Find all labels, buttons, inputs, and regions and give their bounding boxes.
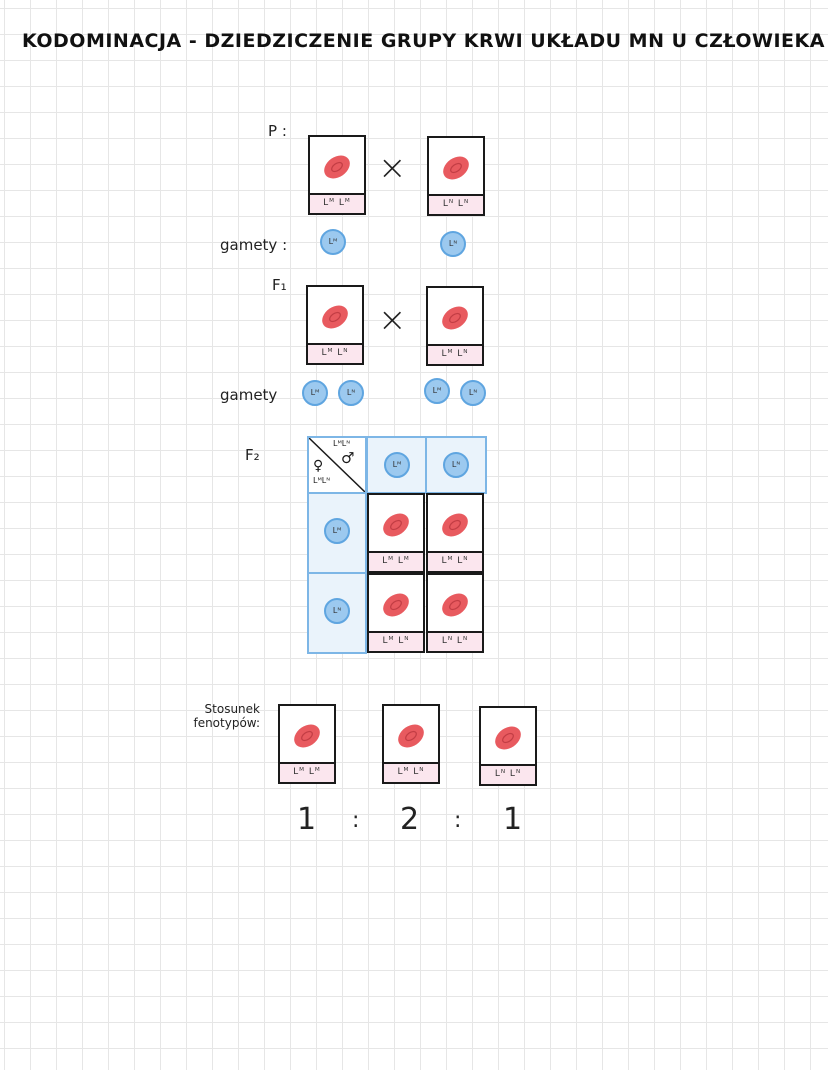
red-blood-cell-icon [440, 152, 472, 184]
genotype-label: Lᴹ Lᴺ [428, 551, 482, 571]
gamete-icon: Lᴺ [324, 598, 350, 624]
red-blood-cell-icon [321, 151, 353, 183]
genotype-label: Lᴺ Lᴺ [481, 764, 535, 784]
gamete-icon: Lᴺ [338, 380, 364, 406]
red-blood-cell-icon [380, 589, 412, 621]
genotype-label: Lᴹ Lᴺ [369, 631, 423, 651]
phenotype-ratio-label: Stosunek fenotypów: [170, 702, 260, 730]
corner-male-label: LᴹLᴺ [333, 439, 351, 448]
punnett-female-header-1: Lᴹ [307, 492, 367, 574]
genotype-label: Lᴺ Lᴺ [429, 194, 483, 214]
phenotype-cell-1: Lᴹ Lᴹ [278, 704, 336, 784]
gamete-icon: Lᴹ [424, 378, 450, 404]
red-blood-cell-icon [439, 589, 471, 621]
corner-diagonal [309, 438, 365, 492]
punnett-cell-2: Lᴹ Lᴺ [426, 493, 484, 573]
genotype-label: Lᴹ Lᴺ [308, 343, 362, 363]
gamete-icon: Lᴺ [443, 452, 469, 478]
punnett-cell-3: Lᴹ Lᴺ [367, 573, 425, 653]
gamete-icon: Lᴺ [440, 231, 466, 257]
genotype-label: Lᴹ Lᴹ [280, 762, 334, 782]
phenotype-cell-2: Lᴹ Lᴺ [382, 704, 440, 784]
label-p: P : [268, 122, 287, 140]
corner-female-label: LᴹLᴺ [313, 476, 331, 485]
punnett-female-header-2: Lᴺ [307, 572, 367, 654]
red-blood-cell-icon [439, 509, 471, 541]
red-blood-cell-icon [319, 301, 351, 333]
ratio-value-1: 1 [297, 802, 317, 837]
female-symbol: ♀ [313, 458, 324, 474]
genotype-label: Lᴹ Lᴺ [428, 344, 482, 364]
label-f2: F₂ [245, 446, 260, 464]
red-blood-cell-icon [395, 720, 427, 752]
f1-cell-1: Lᴹ Lᴺ [306, 285, 364, 365]
parent-cell-2: Lᴺ Lᴺ [427, 136, 485, 216]
genotype-label: Lᴹ Lᴹ [310, 193, 364, 213]
gamete-icon: Lᴹ [320, 229, 346, 255]
page-title: KODOMINACJA - DZIEDZICZENIE GRUPY KRWI U… [22, 30, 825, 52]
label-f1: F₁ [272, 276, 287, 294]
genotype-label: Lᴹ Lᴹ [369, 551, 423, 571]
parent-cell-1: Lᴹ Lᴹ [308, 135, 366, 215]
label-gametes-f1: gamety [220, 386, 278, 404]
punnett-cell-4: Lᴺ Lᴺ [426, 573, 484, 653]
cross-symbol: × [378, 148, 407, 188]
red-blood-cell-icon [291, 720, 323, 752]
red-blood-cell-icon [439, 302, 471, 334]
genotype-label: Lᴹ Lᴺ [384, 762, 438, 782]
ratio-value-3: 1 [503, 802, 523, 837]
phenotype-ratio-label-line2: fenotypów: [193, 716, 260, 730]
gamete-icon: Lᴹ [302, 380, 328, 406]
genotype-label: Lᴺ Lᴺ [428, 631, 482, 651]
punnett-cell-1: Lᴹ Lᴹ [367, 493, 425, 573]
phenotype-cell-3: Lᴺ Lᴺ [479, 706, 537, 786]
phenotype-ratio-label-line1: Stosunek [204, 702, 260, 716]
punnett-male-header-2: Lᴺ [425, 436, 487, 494]
cross-symbol: × [378, 300, 407, 340]
red-blood-cell-icon [492, 722, 524, 754]
gamete-icon: Lᴺ [460, 380, 486, 406]
gamete-icon: Lᴹ [384, 452, 410, 478]
red-blood-cell-icon [380, 509, 412, 541]
male-symbol: ♂ [341, 449, 355, 467]
f1-cell-2: Lᴹ Lᴺ [426, 286, 484, 366]
punnett-male-header-1: Lᴹ [366, 436, 427, 494]
ratio-value-2: 2 [400, 802, 420, 837]
label-gametes-p: gamety : [220, 236, 288, 254]
ratio-separator: : [454, 808, 462, 833]
gamete-icon: Lᴹ [324, 518, 350, 544]
ratio-separator: : [352, 808, 360, 833]
punnett-corner: LᴹLᴺ ♂ ♀ LᴹLᴺ [307, 436, 367, 494]
